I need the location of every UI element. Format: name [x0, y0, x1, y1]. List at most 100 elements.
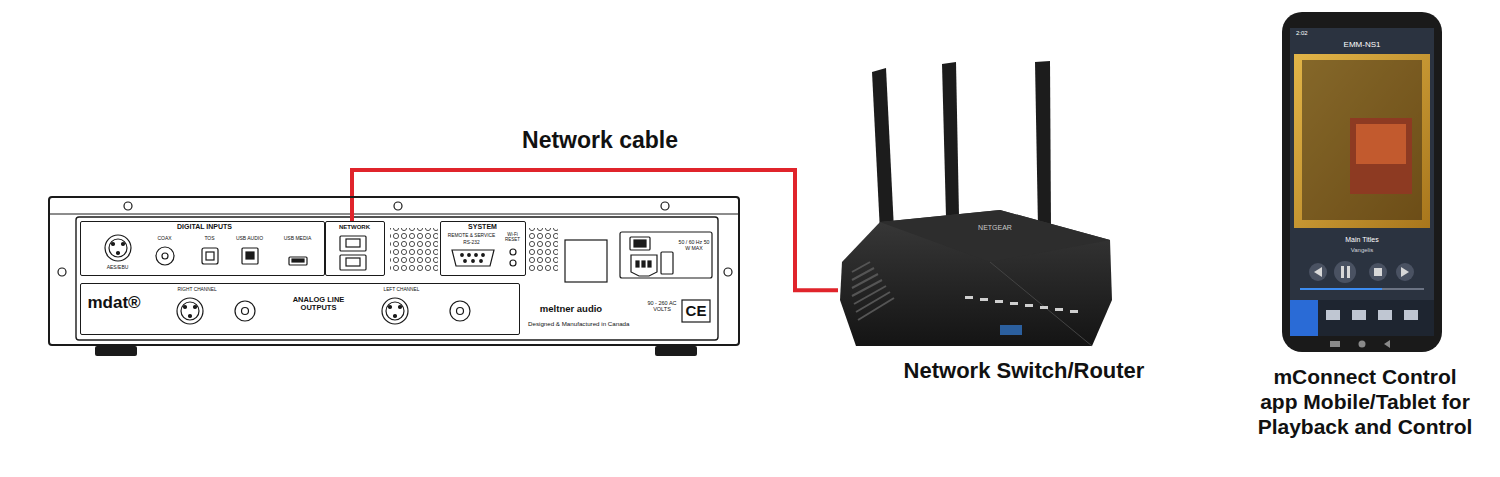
- router-body: [852, 274, 878, 288]
- input-connector: [202, 248, 218, 264]
- node-text: RIGHT CHANNEL: [178, 287, 238, 293]
- input-connector: [289, 257, 307, 265]
- node-text: ANALOG LINE OUTPUTS: [276, 296, 362, 313]
- output-connector: [450, 301, 470, 321]
- node-text: LEFT CHANNEL: [384, 287, 444, 293]
- rear-panel: meltner audioDesigned & Manufactured in …: [48, 196, 740, 346]
- phone-body: [1282, 12, 1442, 352]
- router-body: [1055, 308, 1063, 311]
- output-connector: [235, 301, 255, 321]
- node-text: Vangelis: [1310, 247, 1414, 254]
- node-text: Main Titles: [1310, 236, 1414, 244]
- node-text: 2:02: [1296, 30, 1326, 37]
- router-body: [1000, 325, 1022, 335]
- output-connector: [242, 308, 249, 315]
- node-text: meltner audio: [528, 304, 614, 315]
- node-text: CE: [682, 302, 710, 319]
- node-text: 90 - 260 AC VOLTS: [646, 300, 678, 313]
- serial-port: [480, 260, 483, 263]
- network-cable: [352, 170, 838, 290]
- input-connector: [246, 252, 254, 259]
- input-connector: [117, 252, 120, 255]
- phone-body: [1300, 288, 1424, 290]
- node-text: REMOTE & SERVICE: [443, 233, 501, 239]
- phone-body: [1347, 266, 1350, 278]
- node-text: Network Switch/Router: [866, 358, 1182, 383]
- phone-body: [1330, 341, 1340, 347]
- phone-body: [1404, 310, 1418, 320]
- power-module: [634, 240, 646, 247]
- input-connector: [122, 243, 125, 246]
- router-body: [990, 262, 1092, 346]
- node-text: mdat®: [88, 293, 158, 313]
- phone-body: [1290, 28, 1434, 336]
- vent-grid: [390, 228, 558, 272]
- node-text: NETWORK: [327, 224, 383, 231]
- node-text: mConnect Control app Mobile/Tablet for P…: [1256, 364, 1474, 440]
- power-module: [682, 300, 710, 322]
- router-body: [852, 262, 894, 320]
- chassis-detail: [394, 202, 402, 210]
- router-body: [852, 262, 870, 272]
- input-connector: [109, 239, 127, 257]
- serial-port: [452, 250, 494, 266]
- input-connector: [156, 247, 174, 265]
- phone-body: [1359, 341, 1366, 348]
- edge-label: Network cable: [480, 127, 720, 153]
- power-module: [620, 232, 712, 278]
- input-connector: [162, 253, 168, 259]
- chassis-foot: [95, 346, 137, 356]
- vent-grid: [528, 228, 558, 272]
- chassis-detail: [661, 202, 669, 210]
- router-body: [1010, 302, 1018, 305]
- output-connector: [184, 306, 187, 309]
- power-module: [648, 261, 651, 267]
- router-body: [980, 298, 988, 301]
- node-text: Wi-Fi RESET: [503, 232, 523, 242]
- serial-port: [464, 260, 467, 263]
- phone-body: [1374, 268, 1382, 276]
- output-connector: [394, 315, 397, 318]
- serial-port: [475, 254, 478, 257]
- node-text: TOS: [196, 236, 224, 242]
- output-connector: [389, 306, 392, 309]
- power-module: [642, 261, 645, 267]
- chassis-detail: [724, 268, 732, 276]
- phone-body: [1396, 263, 1414, 281]
- phone-body: [1384, 340, 1390, 348]
- power-module: [565, 240, 607, 282]
- phone-body: [1314, 267, 1322, 277]
- ethernet-jack: [340, 255, 366, 270]
- router-body: [1025, 304, 1033, 307]
- router-antenna: [872, 68, 894, 232]
- vent-grid: [390, 228, 438, 272]
- phone-body: [1300, 288, 1382, 290]
- node-text: USB AUDIO: [231, 236, 269, 242]
- output-connector: [457, 308, 464, 315]
- ethernet-jack: [346, 258, 360, 266]
- serial-port: [482, 254, 485, 257]
- output-connector: [177, 298, 203, 324]
- router-body: [858, 298, 894, 320]
- phone-body: [1401, 267, 1409, 277]
- phone-body: [1341, 266, 1344, 278]
- phone-body: [1282, 12, 1442, 352]
- router: NETGEARNetwork Switch/Router: [838, 205, 1114, 347]
- router-antenna: [872, 61, 1051, 232]
- chassis-detail: [50, 214, 738, 215]
- router-antenna: [942, 62, 959, 217]
- phone-body: [1302, 60, 1422, 220]
- ethernet-jack: [346, 239, 360, 247]
- input-panel: DIGITAL INPUTSAES/EBUCOAXTOSUSB AUDIOUSB…: [80, 221, 325, 276]
- phone-body: [1326, 310, 1340, 320]
- node-text: SYSTEM: [442, 223, 524, 231]
- chassis-foot: [95, 346, 697, 356]
- input-connector: [112, 243, 115, 246]
- power-module: [661, 252, 673, 274]
- input-connector: [206, 252, 214, 260]
- serial-port: [510, 249, 516, 255]
- node-text: 50 / 60 Hz 50 W MAX: [678, 240, 710, 252]
- input-connector: [242, 248, 258, 264]
